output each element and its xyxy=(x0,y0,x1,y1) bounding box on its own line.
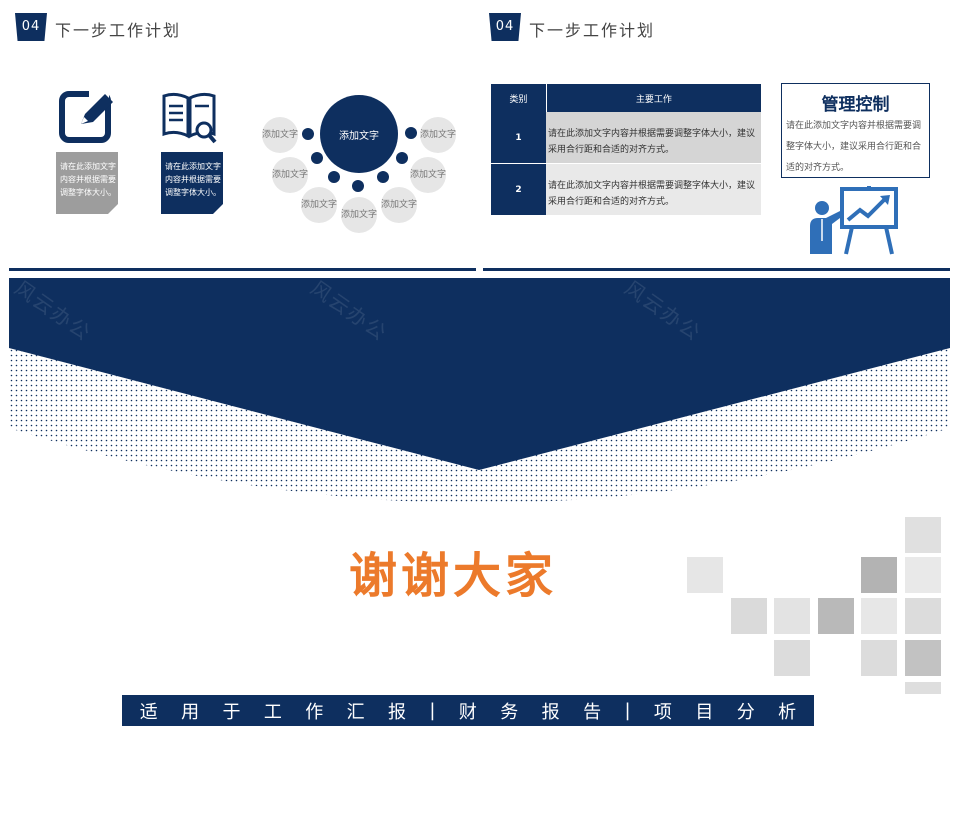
page-curl xyxy=(108,204,118,214)
management-control-text: 请在此添加文字内容并根据需要调整字体大小，建议采用合行距和合适的对齐方式。 xyxy=(786,121,922,173)
divider-right xyxy=(483,268,950,271)
subtitle-char: 分 xyxy=(736,701,755,723)
square xyxy=(861,557,897,593)
section-title-left: 下一步工作计划 xyxy=(55,21,182,40)
subtitle-bar: 适 用 于 工 作 汇 报 | 财 务 报 告 | 项 目 分 析 xyxy=(122,695,814,726)
square xyxy=(861,598,897,634)
book-search-icon xyxy=(161,90,219,146)
bubble-5: 添加文字 xyxy=(381,187,417,223)
subtitle-separator: | xyxy=(429,700,436,721)
bubble-3: 添加文字 xyxy=(301,187,337,223)
subtitle-char: 适 xyxy=(139,701,158,723)
banner xyxy=(9,278,950,518)
section-number-badge-right: 04 xyxy=(489,13,521,41)
square xyxy=(731,598,767,634)
note-card-navy: 请在此添加文字内容并根据需要调整字体大小。 xyxy=(161,152,223,214)
connector-dot xyxy=(352,180,364,192)
subtitle-char: 用 xyxy=(181,701,200,723)
connector-dot xyxy=(328,171,340,183)
table-header-main-work: 主要工作 xyxy=(546,84,761,112)
connector-dot xyxy=(302,128,314,140)
edit-icon xyxy=(59,88,115,144)
work-table: 类别 主要工作 1 请在此添加文字内容并根据需要调整字体大小，建议采用合行距和合… xyxy=(491,84,761,215)
subtitle-char: 目 xyxy=(695,701,714,723)
presentation-chart-icon xyxy=(808,186,900,256)
divider-left xyxy=(9,268,476,271)
square xyxy=(905,598,941,634)
subtitle-char: 工 xyxy=(263,701,282,723)
square xyxy=(774,640,810,676)
square xyxy=(905,640,941,676)
subtitle-char: 于 xyxy=(222,701,241,723)
subtitle-separator: | xyxy=(624,700,631,721)
connector-dot xyxy=(311,152,323,164)
square xyxy=(905,517,941,553)
management-control-box: 管理控制 请在此添加文字内容并根据需要调整字体大小，建议采用合行距和合适的对齐方… xyxy=(781,83,930,178)
bubble-4: 添加文字 xyxy=(341,197,377,233)
bubble-2: 添加文字 xyxy=(272,157,308,193)
center-bubble: 添加文字 xyxy=(320,95,398,173)
square xyxy=(687,557,723,593)
subtitle-char: 报 xyxy=(388,701,407,723)
subtitle-char: 析 xyxy=(778,701,797,723)
table-row: 1 请在此添加文字内容并根据需要调整字体大小，建议采用合行距和合适的对齐方式。 xyxy=(491,112,761,164)
table-header-row: 类别 主要工作 xyxy=(491,84,761,112)
square xyxy=(774,598,810,634)
table-row-text: 请在此添加文字内容并根据需要调整字体大小，建议采用合行距和合适的对齐方式。 xyxy=(546,164,761,215)
subtitle-char: 财 xyxy=(458,701,477,723)
table-row-number: 1 xyxy=(491,112,546,163)
subtitle-char: 作 xyxy=(305,701,324,723)
table-row-number: 2 xyxy=(491,164,546,215)
table-row-text: 请在此添加文字内容并根据需要调整字体大小，建议采用合行距和合适的对齐方式。 xyxy=(546,112,761,163)
subtitle-char: 务 xyxy=(500,701,519,723)
square xyxy=(905,682,941,694)
subtitle-char: 报 xyxy=(541,701,560,723)
connector-dot xyxy=(377,171,389,183)
connector-dot xyxy=(396,152,408,164)
bubble-1: 添加文字 xyxy=(262,117,298,153)
bubble-7: 添加文字 xyxy=(420,117,456,153)
note-card-gray-text: 请在此添加文字内容并根据需要调整字体大小。 xyxy=(60,162,116,197)
square xyxy=(861,640,897,676)
management-control-title: 管理控制 xyxy=(821,95,890,115)
connector-dot xyxy=(405,127,417,139)
square xyxy=(818,598,854,634)
section-title-right: 下一步工作计划 xyxy=(529,21,656,40)
thanks-heading: 谢谢大家 xyxy=(349,548,558,604)
note-card-navy-text: 请在此添加文字内容并根据需要调整字体大小。 xyxy=(165,162,221,197)
bubble-6: 添加文字 xyxy=(410,157,446,193)
square xyxy=(905,557,941,593)
subtitle-char: 汇 xyxy=(346,701,365,723)
subtitle-char: 告 xyxy=(583,701,602,723)
table-row: 2 请在此添加文字内容并根据需要调整字体大小，建议采用合行距和合适的对齐方式。 xyxy=(491,164,761,215)
section-number-badge-left: 04 xyxy=(15,13,47,41)
note-card-gray: 请在此添加文字内容并根据需要调整字体大小。 xyxy=(56,152,118,214)
subtitle-char: 项 xyxy=(653,701,672,723)
page-curl xyxy=(213,204,223,214)
table-header-category: 类别 xyxy=(491,84,547,112)
